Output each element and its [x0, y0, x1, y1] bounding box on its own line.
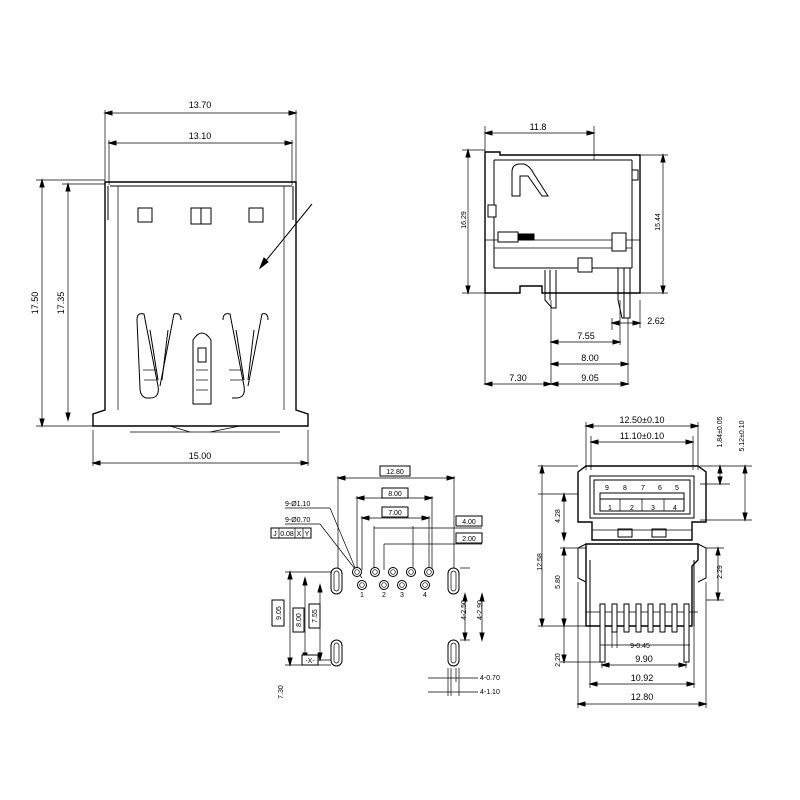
- dim-front-512: 5.12±0.10: [739, 420, 746, 451]
- dim-side-800: 8.00: [581, 353, 599, 363]
- dim-pcb-1280: 12.80: [386, 469, 404, 476]
- dim-pcb-400: 4.00: [462, 519, 476, 526]
- dim-front-428: 4.28: [555, 509, 562, 523]
- dim-side-top: 11.8: [530, 122, 547, 132]
- side-view: 11.8 16.29 15.44: [461, 122, 668, 387]
- hole-small-callout: 9-Ø0.70: [285, 517, 310, 524]
- dim-pcb-200: 2.00: [462, 536, 476, 543]
- dim-pcb-v730: 7.30: [278, 685, 285, 699]
- hole-big-callout: 9-Ø1.10: [285, 501, 310, 508]
- dim-top-height-outer: 17.50: [30, 292, 40, 315]
- front-view: 12.50±0.10 11.10±0.10 1.84±0.05 5.12±0.1…: [537, 415, 752, 708]
- dim-pcb-v905: 9.05: [276, 606, 283, 620]
- pin-holes: [352, 567, 434, 590]
- port-label-8: 8: [623, 485, 627, 492]
- dim-front-184: 1.84±0.05: [717, 416, 724, 447]
- dim-pcb-070: 4-0.70: [480, 675, 500, 682]
- port-label-6: 6: [658, 485, 662, 492]
- tol-value: 0.08: [280, 531, 294, 538]
- dim-pcb-800: 8.00: [388, 491, 402, 498]
- dim-side-905: 9.05: [581, 373, 599, 383]
- dim-front-580: 5.80: [555, 575, 562, 589]
- dim-front-220: 2.20: [555, 653, 562, 667]
- mount-slot-top-left: [330, 567, 343, 595]
- dim-side-262: 2.62: [647, 316, 665, 326]
- dim-top-width-outer: 13.70: [189, 100, 212, 110]
- dim-top-width-inner: 13.10: [189, 131, 212, 141]
- mount-slot-bottom-left: [330, 639, 343, 667]
- port-label-5: 5: [675, 485, 679, 492]
- port-label-2: 2: [630, 505, 634, 512]
- port-label-4: 4: [673, 505, 677, 512]
- port-label-1: 1: [608, 505, 612, 512]
- dim-front-1092: 10.92: [631, 673, 654, 683]
- dim-top-base-width: 15.00: [189, 451, 212, 461]
- dim-top-height-inner: 17.35: [56, 292, 66, 315]
- dim-side-left: 16.29: [461, 211, 468, 229]
- dim-front-pin-pitch: 9-0.45: [630, 643, 650, 650]
- dim-front-1280: 12.80: [631, 692, 654, 702]
- mount-slot-bottom-right: [447, 639, 460, 667]
- dim-side-right: 15.44: [655, 213, 662, 231]
- dim-front-990: 9.90: [635, 654, 653, 664]
- dim-pcb-v755: 7.55: [312, 609, 319, 623]
- pin-label-3: 3: [400, 592, 404, 599]
- dim-pcb-v800: 8.00: [296, 613, 303, 627]
- pin-label-4: 4: [423, 592, 427, 599]
- tol-datum-y: Y: [305, 531, 310, 538]
- pin-label-1: 1: [360, 592, 364, 599]
- tol-symbol: J: [273, 531, 277, 538]
- port-label-9: 9: [605, 485, 609, 492]
- port-label-7: 7: [641, 485, 645, 492]
- top-view: 13.70 13.10 17.50 17.35: [30, 100, 313, 466]
- dim-front-229: 2.29: [717, 565, 724, 579]
- mount-slot-top-right: [447, 567, 460, 595]
- dim-side-755: 7.55: [577, 331, 595, 341]
- tol-datum-x: X: [297, 531, 302, 538]
- pin-label-2: 2: [382, 592, 386, 599]
- pcb-footprint: 12.80 8.00 7.00 4.00 2.00 9-Ø1.10 9-Ø0.7…: [270, 465, 500, 699]
- port-label-3: 3: [651, 505, 655, 512]
- dim-front-1258: 12.58: [537, 553, 544, 571]
- dim-pcb-290: 4-2.90: [477, 600, 484, 620]
- dim-front-1110: 11.10±0.10: [620, 431, 664, 441]
- dim-front-1250: 12.50±0.10: [620, 415, 665, 425]
- dim-side-730: 7.30: [509, 373, 527, 383]
- dim-pcb-110: 4-1.10: [480, 689, 500, 696]
- datum-x-label: -X-: [305, 658, 315, 665]
- dim-pcb-250: 4-2.50: [461, 600, 468, 620]
- dim-pcb-700: 7.00: [388, 510, 402, 517]
- front-pins: [599, 603, 690, 663]
